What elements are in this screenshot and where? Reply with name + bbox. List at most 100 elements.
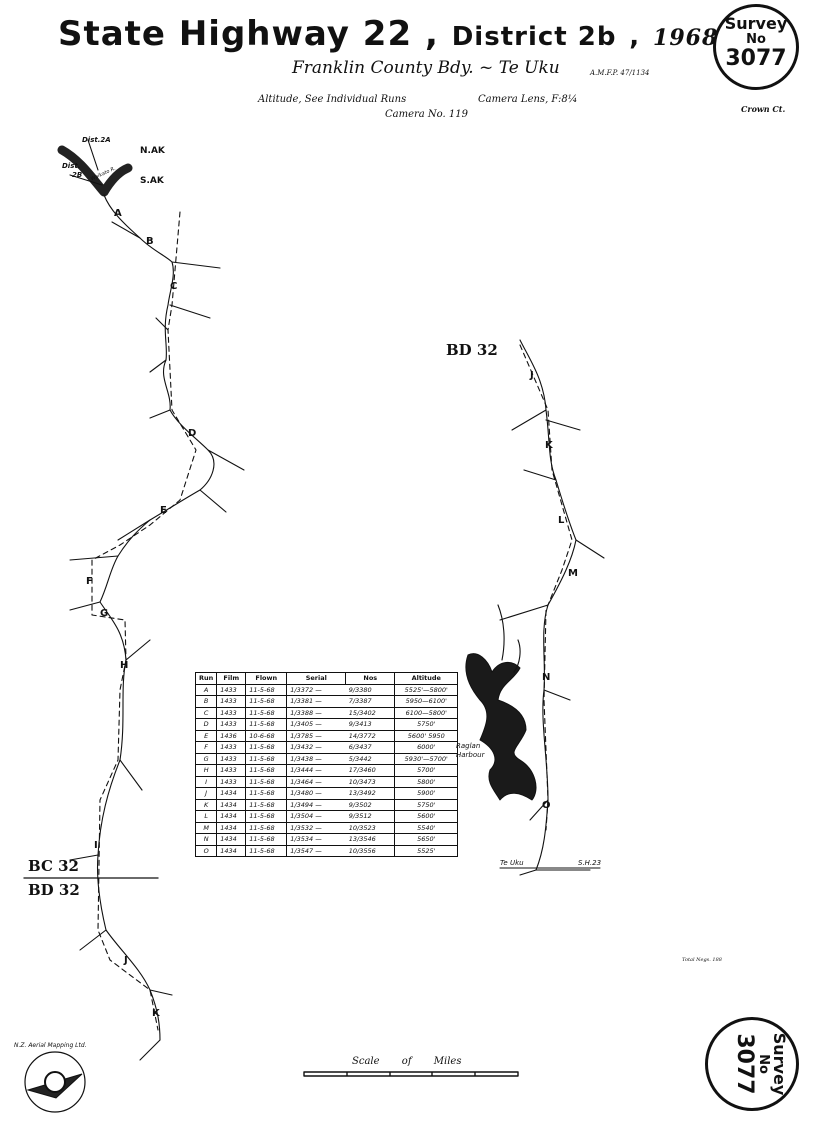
- cell-serial: 1/3444 —: [286, 764, 346, 777]
- run-label-a: A: [114, 208, 122, 219]
- table-header-row: Run Film Flown Serial Nos Altitude: [194, 672, 459, 685]
- afp-reference: A.M.F.P. 47/1134: [590, 69, 650, 77]
- cell-altitude: 6100—5800': [394, 706, 459, 719]
- run-label-h: H: [120, 660, 129, 671]
- stamp-word: Survey: [770, 1032, 789, 1096]
- cell-flown: 11-5-68: [245, 787, 288, 800]
- total-negatives: Total Negs. 188: [682, 957, 722, 963]
- cell-run: E: [194, 729, 218, 742]
- cell-altitude: 5540': [394, 821, 459, 834]
- cell-serial: 1/3438 —: [286, 752, 346, 765]
- cell-flown: 11-5-68: [245, 695, 288, 708]
- left-route-road: [96, 194, 215, 1041]
- te-uku-label: Te Uku: [500, 859, 524, 867]
- cell-nos: 13/3546: [345, 833, 396, 846]
- cell-film: 1434: [216, 787, 247, 800]
- cell-film: 1434: [216, 810, 247, 823]
- run-label-f: F: [86, 576, 93, 587]
- right-route-side-roads: [499, 409, 605, 876]
- cell-nos: 10/3473: [345, 775, 396, 788]
- cell-flown: 11-5-68: [245, 821, 288, 834]
- cell-nos: 17/3460: [345, 764, 396, 777]
- cell-nos: 9/3413: [345, 718, 396, 731]
- cell-altitude: 5750': [394, 798, 459, 811]
- cell-altitude: 5950—6100': [394, 695, 459, 708]
- cell-nos: 15/3402: [345, 706, 396, 719]
- cell-film: 1433: [216, 706, 247, 719]
- camera-lens: Camera Lens, F:8¼: [478, 94, 578, 105]
- cell-run: M: [194, 821, 218, 834]
- cell-film: 1433: [216, 741, 247, 754]
- stamp-word: Survey: [724, 14, 788, 33]
- cell-run: C: [194, 706, 218, 719]
- raglan-harbour: [465, 653, 537, 801]
- cell-run: I: [194, 775, 218, 788]
- cell-flown: 11-5-68: [245, 752, 288, 765]
- cell-nos: 14/3772: [345, 729, 396, 742]
- crown-copyright: Crown Ct.: [741, 104, 786, 114]
- cell-run: G: [194, 752, 218, 765]
- sheet-bd32-lower: BD 32: [28, 881, 80, 899]
- cell-serial: 1/3405 —: [286, 718, 346, 731]
- scale-of-word: of: [401, 1056, 412, 1067]
- scale-caption: Scale of Miles: [352, 1056, 461, 1067]
- cell-film: 1434: [216, 844, 247, 857]
- cell-flown: 11-5-68: [245, 775, 288, 788]
- run-label-g: G: [100, 608, 109, 619]
- cell-altitude: 5930'—5700': [394, 752, 459, 765]
- map-subtitle: Franklin County Bdy. ~ Te Uku: [292, 58, 560, 78]
- camera-number: Camera No. 119: [385, 109, 468, 120]
- scale-miles-word: Miles: [433, 1056, 462, 1067]
- district-boundary: [69, 139, 103, 186]
- run-label-e: E: [160, 505, 167, 516]
- cell-altitude: 5600': [394, 810, 459, 823]
- run-label-d: D: [188, 428, 197, 439]
- survey-stamp-top: Survey No 3077: [713, 4, 799, 90]
- sh23-label: S.H.23: [578, 859, 602, 867]
- cell-flown: 11-5-68: [245, 798, 288, 811]
- map-title: State Highway 22 , District 2b , 1968: [58, 14, 718, 54]
- col-altitude-header: Altitude: [394, 672, 459, 685]
- col-flown-header: Flown: [245, 672, 288, 685]
- cell-run: J: [194, 787, 218, 800]
- scale-bar: [303, 1071, 519, 1077]
- cell-film: 1433: [216, 752, 247, 765]
- waikato-river: [57, 145, 133, 197]
- run-label-k-right: K: [545, 440, 553, 451]
- cell-altitude: 6000': [394, 741, 459, 754]
- cell-run: F: [194, 741, 218, 754]
- cell-flown: 11-5-68: [245, 741, 288, 754]
- cell-run: L: [194, 810, 218, 823]
- cell-serial: 1/3381 —: [286, 695, 346, 708]
- dist-2b-label-line2: 2B: [72, 171, 83, 179]
- cell-nos: 6/3437: [345, 741, 396, 754]
- cell-altitude: 5650': [394, 833, 459, 846]
- harbour-channel: [497, 604, 521, 673]
- cell-run: A: [194, 683, 218, 696]
- south-auckland-label: S.AK: [140, 176, 164, 186]
- cell-nos: 9/3380: [345, 683, 396, 696]
- cell-flown: 11-5-68: [245, 764, 288, 777]
- right-flight-line: [519, 344, 573, 831]
- cell-serial: 1/3547 —: [286, 844, 346, 857]
- survey-stamp-bottom: Survey No 3077: [705, 1017, 799, 1111]
- col-run-header: Run: [194, 672, 218, 685]
- cell-serial: 1/3464 —: [286, 775, 346, 788]
- run-label-j-left: J: [124, 955, 128, 966]
- run-label-n: N: [542, 672, 551, 683]
- cell-altitude: 5525': [394, 844, 459, 857]
- title-district: District 2b: [451, 22, 617, 52]
- run-label-b: B: [146, 236, 154, 247]
- cell-nos: 5/3442: [345, 752, 396, 765]
- cell-serial: 1/3534 —: [286, 833, 346, 846]
- cell-run: B: [194, 695, 218, 708]
- altitude-note: Altitude, See Individual Runs: [258, 94, 407, 105]
